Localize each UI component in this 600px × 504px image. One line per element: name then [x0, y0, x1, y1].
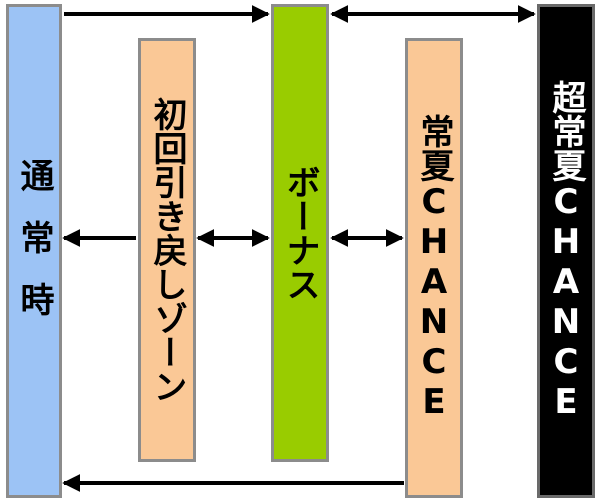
box-first-return-zone: 初回引き戻しゾーン: [138, 38, 196, 462]
box-summer-chance: 常夏CHANCE: [405, 38, 463, 498]
box-super-summer-chance-label: 超常夏CHANCE: [546, 80, 586, 422]
box-normal-state: 通常時: [6, 4, 62, 498]
box-summer-chance-label: 常夏CHANCE: [414, 114, 454, 422]
box-normal-label: 通常時: [14, 158, 54, 344]
box-bonus: ボーナス: [271, 4, 329, 462]
box-bonus-label: ボーナス: [280, 165, 320, 301]
box-first-return-label: 初回引き戻しゾーン: [147, 97, 187, 403]
box-super-summer-chance: 超常夏CHANCE: [537, 4, 595, 498]
